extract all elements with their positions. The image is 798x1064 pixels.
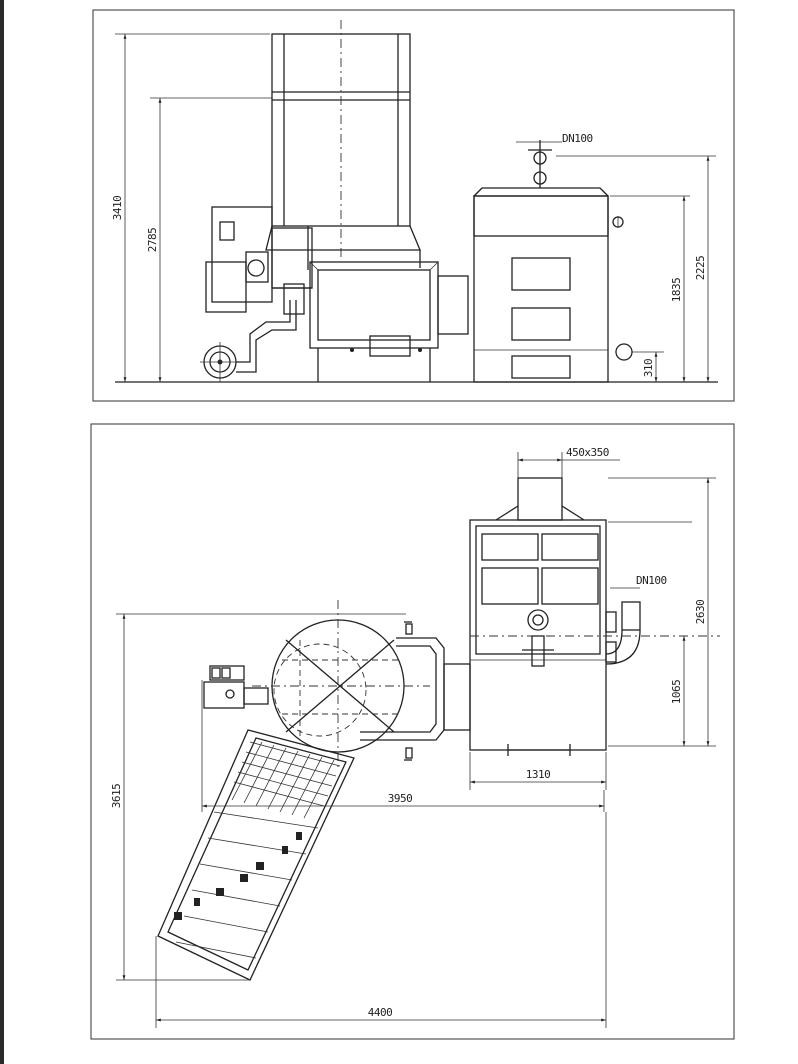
dimension-boiler-width: 1310 bbox=[469, 752, 607, 790]
dimension-depth-lower: 1065 bbox=[608, 521, 716, 747]
chamber-plan bbox=[252, 600, 471, 770]
label-feeder-length: 3950 bbox=[388, 792, 413, 805]
label-base-height: 310 bbox=[642, 359, 655, 377]
binding-edge bbox=[0, 0, 4, 1064]
boiler-body bbox=[473, 140, 633, 383]
label-depth-lower: 1065 bbox=[670, 680, 683, 705]
dimension-body-height: 1835 bbox=[610, 195, 690, 382]
blower-fan bbox=[200, 283, 305, 382]
feeder-motor bbox=[205, 206, 313, 313]
feeder-conveyor bbox=[157, 729, 355, 981]
label-valve: DN100 bbox=[636, 574, 667, 587]
label-body-height: 1835 bbox=[670, 278, 683, 303]
label-boiler-width: 1310 bbox=[526, 768, 551, 781]
dimension-overall-width: 4400 bbox=[155, 812, 607, 1028]
callout-valve: DN100 bbox=[610, 574, 667, 589]
label-flue-outlet: 450x350 bbox=[566, 446, 609, 459]
label-hopper-height: 2785 bbox=[146, 228, 159, 253]
callout-outlet: DN100 bbox=[516, 132, 593, 145]
elevation-frame bbox=[92, 9, 735, 402]
dimension-feeder-length: 3950 bbox=[201, 680, 605, 812]
dimension-base-height: 310 bbox=[632, 351, 664, 382]
dimension-overall-height: 3410 bbox=[111, 33, 270, 382]
label-boiler-height: 2225 bbox=[694, 256, 707, 281]
label-feeder-depth: 3615 bbox=[110, 784, 123, 809]
dimension-depth-total: 2630 bbox=[608, 477, 716, 746]
dimension-hopper-height: 2785 bbox=[146, 97, 272, 382]
plan-frame bbox=[90, 423, 735, 1040]
boiler-plan bbox=[469, 477, 720, 756]
motor-plan bbox=[203, 665, 269, 709]
label-depth-total: 2630 bbox=[694, 600, 707, 625]
fuel-hopper bbox=[265, 20, 421, 270]
combustion-chamber bbox=[309, 261, 469, 382]
dimension-boiler-height: 2225 bbox=[556, 155, 716, 382]
label-overall-height: 3410 bbox=[111, 196, 124, 221]
label-outlet-size: DN100 bbox=[562, 132, 593, 145]
dimension-feeder-depth: 3615 bbox=[110, 613, 406, 981]
dimension-flue-outlet: 450x350 bbox=[517, 446, 620, 478]
label-overall-width: 4400 bbox=[368, 1006, 393, 1019]
